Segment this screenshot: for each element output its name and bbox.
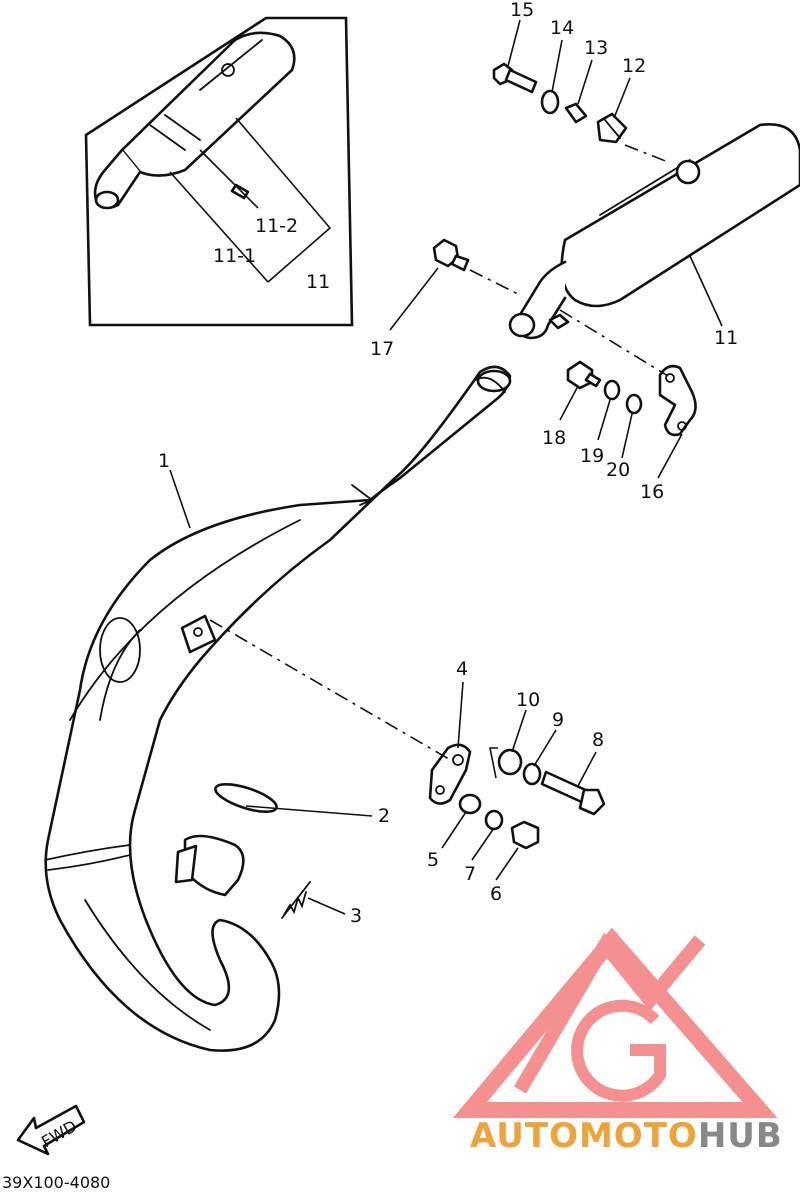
washer-19 (603, 379, 621, 401)
callout-17: 17 (370, 338, 394, 360)
damper-10 (497, 748, 523, 776)
callout-9: 9 (552, 709, 564, 731)
logo-m-letter (513, 932, 706, 1094)
callout-8: 8 (592, 729, 604, 751)
callout-6: 6 (490, 883, 502, 905)
mount-bracket-lines (489, 747, 498, 779)
callout-12: 12 (622, 55, 646, 77)
watermark-logo (452, 927, 778, 1118)
inset-leaders (169, 117, 332, 283)
collar-13 (564, 102, 588, 124)
watermark-text-part1: AUTOMOTO (470, 1116, 698, 1156)
alignment-line-silencer (469, 269, 521, 296)
alignment-line-mount (559, 309, 669, 377)
washer-9 (522, 762, 542, 786)
fwd-arrow: FWD (16, 1104, 86, 1156)
silencer-detail-inset: 11-2 11-1 11 (84, 16, 354, 327)
inset-callout-11: 11 (306, 271, 330, 293)
bolt-15 (492, 62, 538, 94)
inset-callout-11-1: 11-1 (213, 245, 256, 267)
callout-1: 1 (158, 450, 170, 472)
collar-5 (458, 793, 482, 815)
exhaust-pipe (44, 365, 512, 1052)
callout-14: 14 (550, 17, 574, 39)
bolt-8 (540, 770, 606, 816)
callout-4: 4 (456, 658, 468, 680)
spring-3 (281, 881, 311, 919)
washer-20 (625, 393, 643, 415)
watermark-text: AUTOMOTOHUB (470, 1116, 783, 1156)
callout-18: 18 (542, 427, 566, 449)
washer-7 (484, 809, 504, 831)
bolt-18 (566, 360, 602, 390)
callout-2: 2 (378, 805, 390, 827)
callout-10: 10 (516, 689, 540, 711)
callout-20: 20 (606, 459, 630, 481)
callout-13: 13 (584, 37, 608, 59)
inset-callout-11-2: 11-2 (255, 215, 298, 237)
callout-19: 19 (580, 445, 604, 467)
nut-6 (510, 820, 540, 850)
damper-12 (596, 112, 628, 144)
engine-bracket-4 (428, 743, 472, 805)
callout-11: 11 (714, 327, 738, 349)
callout-7: 7 (464, 863, 476, 885)
nut-17 (432, 238, 470, 272)
callout-leaders (169, 19, 723, 915)
silencer (508, 122, 800, 340)
callout-15: 15 (510, 0, 534, 21)
callout-3: 3 (350, 905, 362, 927)
gasket-2 (214, 782, 278, 814)
logo-g-letter (571, 999, 666, 1102)
washer-14 (540, 89, 560, 115)
watermark-text-part2: HUB (698, 1116, 783, 1156)
inset-frame (84, 16, 354, 327)
logo-triangle (452, 927, 778, 1118)
inset-silencer-drawing (93, 31, 296, 210)
alignment-line-damper (624, 144, 669, 163)
callout-16: 16 (640, 481, 664, 503)
alignment-line-bracket (209, 619, 455, 763)
callout-5: 5 (427, 849, 439, 871)
muffler-bracket (658, 364, 697, 437)
diagram-code: 39X100-4080 (2, 1173, 110, 1192)
